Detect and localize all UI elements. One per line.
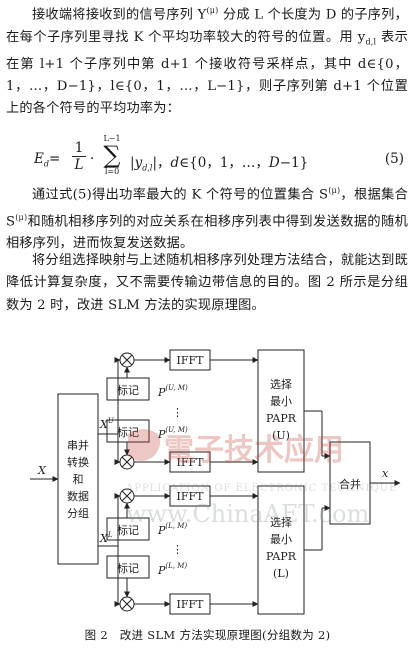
mark-label: 标记 [117, 425, 139, 439]
watermark-logo-icon [128, 429, 161, 461]
watermark-line-2: www.ChinaAET.com [126, 500, 370, 528]
p3-text: 将分组选择映射与上述随机相移序列处理方法结合，就能达到既降低计算复杂度，又不需要… [6, 253, 408, 313]
paragraph-1: 接收端将接收到的信号序列 Y(μ) 分成 L 个长度为 D 的子序列，在每个子序… [6, 0, 408, 121]
mark-label: 标记 [117, 561, 139, 575]
p1-text-a: 接收端将接收到的信号序列 Y [32, 7, 207, 23]
sp-label-5: 分组 [67, 506, 89, 520]
mark-label: 标记 [117, 383, 139, 397]
watermark-glyphs: 電子技术应用 [164, 433, 344, 468]
select-l-1: 选择 [270, 515, 292, 529]
sp-label-4: 数据 [67, 489, 89, 503]
vdots-lower: ⋮ [172, 543, 183, 556]
p1-text-c: 表示在第 l+1 个子序列中第 d+1 个接收符号采样点，其中 d∈{0，1，…… [6, 29, 408, 117]
paragraph-2: 通过式(5)得出功率最大的 K 个符号的位置集合 S(μ)，根据集合 S(μ)和… [6, 180, 408, 256]
p2-sup-mu-1: (μ) [328, 186, 341, 195]
select-u-1: 选择 [270, 377, 292, 391]
p2-text-a: 通过式(5)得出功率最大的 K 个符号的位置集合 S [32, 187, 329, 203]
eq-sum-lower: l=0 [104, 167, 120, 176]
serial-parallel-block [57, 393, 99, 565]
vdots-upper: ⋮ [172, 406, 183, 419]
eq-body: |yd,l|，d∈{0，1，…，D−1} [130, 155, 309, 173]
eq-lhs: Ed= [34, 151, 61, 169]
eq-sum-upper: L−1 [103, 134, 121, 143]
input-x-label: X [37, 464, 47, 477]
ifft-label: IFFT [177, 598, 205, 611]
output-x-label: x [382, 467, 389, 480]
ifft-label: IFFT [177, 456, 205, 469]
eq-sum: L−1 ∑ l=0 [98, 134, 126, 176]
watermark-line-1: APPLICATION OF ELECTRONIC TECHNIQUE [125, 483, 397, 494]
merge-label: 合并 [339, 477, 361, 491]
p1-text-b: 分成 L 个长度为 D 的子序列，在每个子序列里寻找 K 个平均功率较大的符号的… [6, 7, 408, 45]
phase-seq-upper-1: P(U, M) [157, 384, 188, 399]
eq-dot: · [90, 151, 95, 167]
select-u-3: PAPR [266, 412, 297, 425]
watermark: 電子技术应用 APPLICATION OF ELECTRONIC TECHNIQ… [125, 429, 397, 528]
slm-block-diagram: X 串并 转换 和 数据 分组 XU 标记 标记 P(U, M) ⋮ P(U, … [30, 349, 401, 615]
branch-xl-label: XL [99, 531, 113, 545]
p1-sup-mu: (μ) [206, 6, 219, 15]
sp-label-3: 和 [73, 473, 84, 486]
sp-label-1: 串并 [67, 438, 89, 452]
eq-number: (5) [384, 151, 404, 167]
equation-5: Ed= 1 L · L−1 ∑ l=0 |yd,l|，d∈{0，1，…，D−1}… [34, 134, 406, 180]
phase-seq-lower-2: P(L, M) [157, 562, 187, 577]
ifft-label: IFFT [177, 354, 205, 367]
select-l-2: 最小 [270, 533, 292, 546]
select-u-2: 最小 [270, 395, 292, 408]
p2-text-b: ，根据集合 S [6, 187, 413, 230]
eq-fraction: 1 L [72, 140, 86, 174]
mark-box [106, 419, 150, 443]
mark-box [106, 517, 150, 541]
p2-sup-mu-2: (μ) [15, 212, 28, 222]
ifft-label: IFFT [177, 490, 205, 503]
p1-sub-dl: d,l [365, 37, 377, 47]
select-u-4: (U) [272, 429, 290, 442]
paragraph-3: 将分组选择映射与上述随机相移序列处理方法结合，就能达到既降低计算复杂度，又不需要… [6, 250, 408, 317]
sigma-icon: ∑ [103, 141, 121, 169]
mark-label: 标记 [117, 523, 139, 537]
mark-box [106, 377, 150, 401]
mark-box [106, 555, 150, 579]
eq-frac-num: 1 [72, 140, 86, 157]
select-l-4: (L) [273, 567, 289, 580]
figure-caption: 图 2 改进 SLM 方法实现原理图(分组数为 2) [84, 628, 331, 642]
eq-frac-den: L [74, 157, 84, 173]
select-l-3: PAPR [266, 550, 297, 563]
sp-label-2: 转换 [67, 455, 89, 469]
p2-text-c: 和随机相移序列的对应关系在相移序列表中得到发送数据的随机相移序列，进而恢复发送数… [6, 214, 408, 252]
